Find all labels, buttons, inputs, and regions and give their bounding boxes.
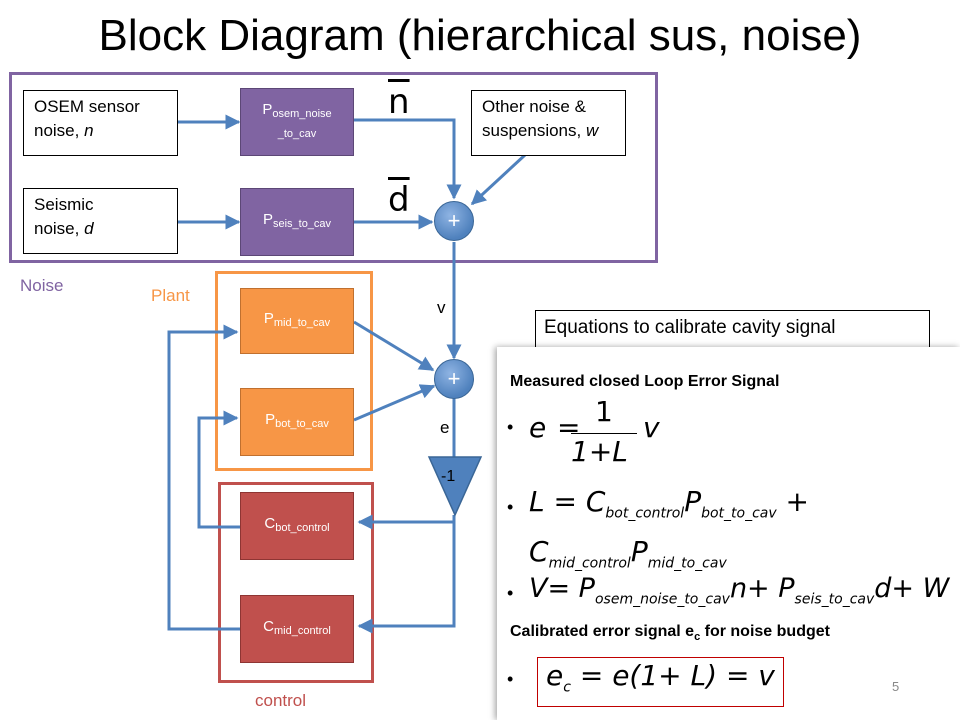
osem-noise-label: OSEM sensor bbox=[34, 97, 140, 116]
e-signal-label: e bbox=[440, 418, 450, 437]
noise-group-label: Noise bbox=[20, 276, 64, 295]
bullet-3: • bbox=[507, 583, 514, 603]
loop-gain-equation-line1: L = Cbot_controlPbot_to_cav + bbox=[529, 485, 810, 522]
plant-group-frame bbox=[215, 271, 373, 471]
other-noise-label: Other noise & bbox=[482, 97, 586, 116]
loop-gain-equation-line2: Cmid_controlPmid_to_cav bbox=[529, 535, 727, 572]
plant-group-label: Plant bbox=[151, 286, 190, 305]
p-osem-noise-block: Posem_noise _to_cav bbox=[240, 88, 354, 156]
d-bar-signal-label: d bbox=[388, 180, 410, 220]
seismic-noise-input-box: Seismic noise, d bbox=[23, 188, 178, 254]
plant-summing-junction: + bbox=[434, 359, 474, 399]
c-mid-block: Cmid_control bbox=[240, 595, 354, 663]
bullet-4: • bbox=[507, 669, 514, 689]
page-number: 5 bbox=[892, 679, 900, 694]
noise-group-frame bbox=[9, 72, 658, 263]
other-noise-sublabel: suspensions, bbox=[482, 121, 586, 140]
control-group-frame bbox=[218, 482, 374, 683]
p-mid-block: Pmid_to_cav bbox=[240, 288, 354, 354]
closed-loop-heading: Measured closed Loop Error Signal bbox=[510, 373, 780, 390]
osem-noise-input-box: OSEM sensor noise, n bbox=[23, 90, 178, 156]
bullet-1: • bbox=[507, 417, 514, 437]
calibrated-heading: Calibrated error signal ec for noise bud… bbox=[510, 623, 830, 644]
calibrated-error-equation: ec = e(1+ L) = v bbox=[537, 657, 784, 707]
other-noise-input-box: Other noise & suspensions, w bbox=[471, 90, 626, 156]
seismic-noise-var: d bbox=[84, 219, 94, 238]
p-seis-block: Pseis_to_cav bbox=[240, 188, 354, 256]
osem-noise-var: n bbox=[84, 121, 94, 140]
seismic-noise-label: Seismic bbox=[34, 195, 94, 214]
equations-title: Equations to calibrate cavity signal bbox=[544, 317, 836, 338]
equations-title-box: Equations to calibrate cavity signal bbox=[535, 310, 930, 348]
p-bot-block: Pbot_to_cav bbox=[240, 388, 354, 456]
bullet-2: • bbox=[507, 497, 514, 517]
slide-title: Block Diagram (hierarchical sus, noise) bbox=[98, 11, 862, 60]
osem-noise-sublabel: noise, bbox=[34, 121, 85, 140]
v-signal-label: v bbox=[437, 298, 446, 317]
noise-summing-junction: + bbox=[434, 201, 474, 241]
gain-label: -1 bbox=[441, 468, 456, 485]
equations-panel: Measured closed Loop Error Signal • e = … bbox=[497, 347, 960, 720]
seismic-noise-sublabel: noise, bbox=[34, 219, 85, 238]
control-group-label: control bbox=[255, 691, 307, 710]
gain-triangle bbox=[427, 456, 483, 517]
v-equation: V= Posem_noise_to_cavn+ Pseis_to_cavd+ W bbox=[529, 573, 950, 608]
other-noise-var: w bbox=[585, 121, 599, 140]
c-bot-block: Cbot_control bbox=[240, 492, 354, 560]
n-bar-signal-label: n bbox=[388, 82, 410, 122]
